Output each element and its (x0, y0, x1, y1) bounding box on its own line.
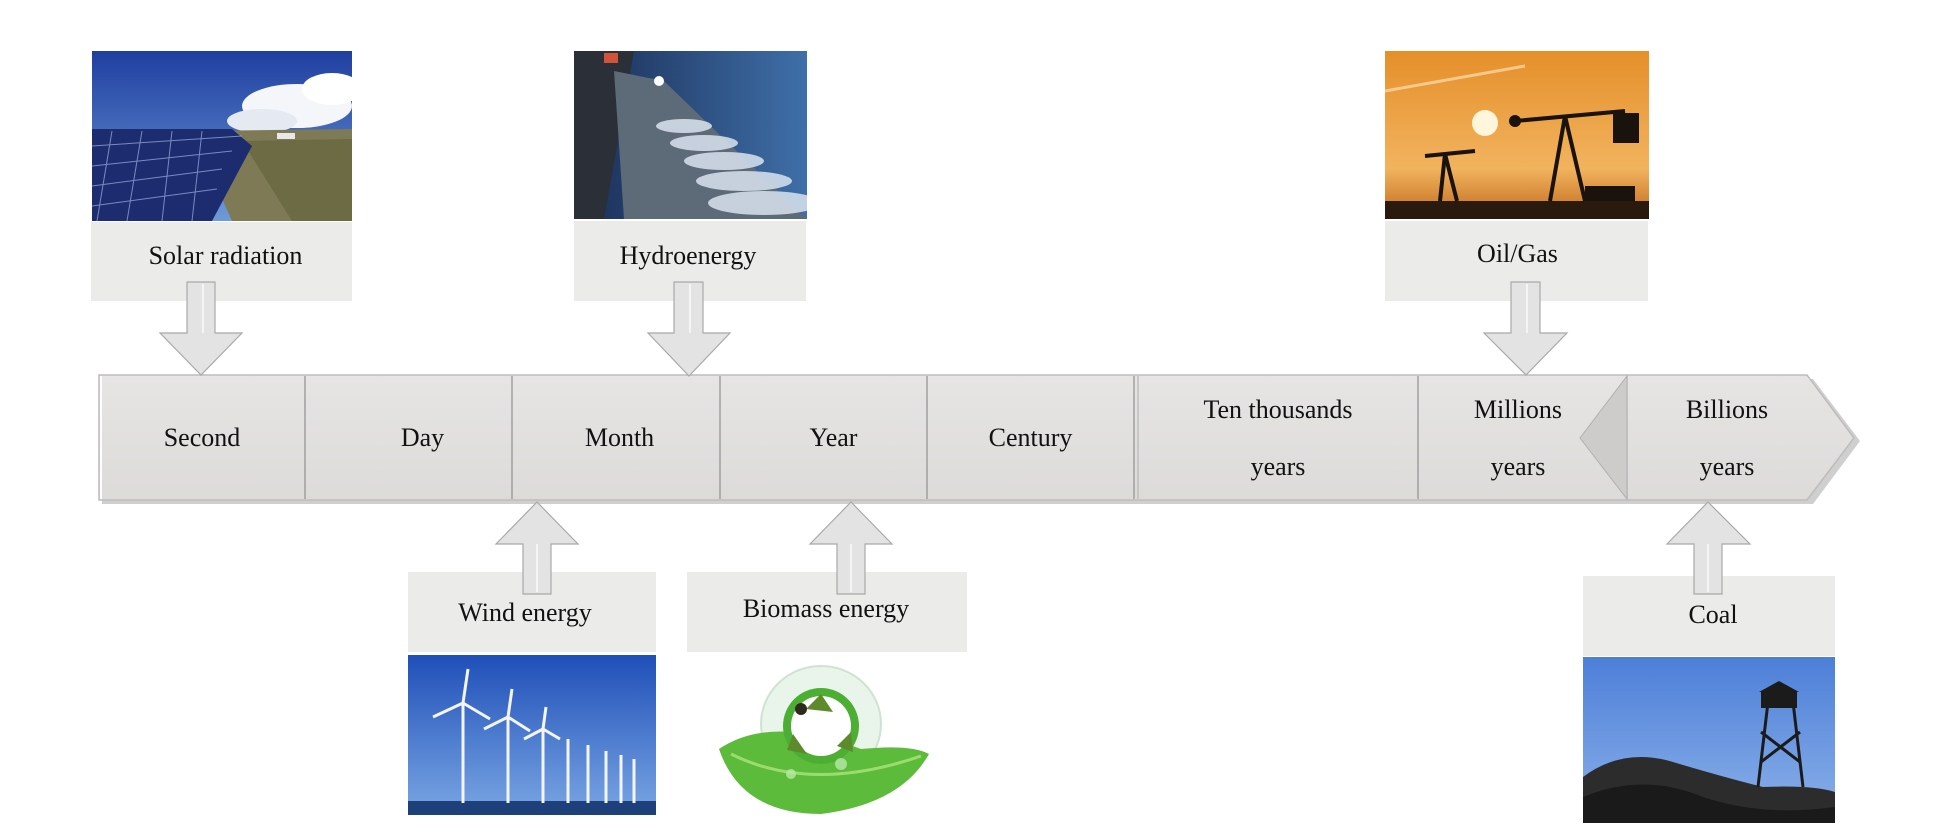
timeline-cell-second: Second (163, 423, 241, 452)
timeline-cell-billions-years: Billions years (1685, 394, 1769, 481)
solar-radiation-label: Solar radiation (91, 222, 352, 301)
wind-energy-label: Wind energy (408, 572, 656, 652)
timeline-cell-year: Year (809, 423, 858, 452)
dam-image (574, 51, 807, 219)
oil-gas-label: Oil/Gas (1385, 221, 1648, 301)
oil-pumpjack-image (1385, 51, 1649, 219)
coal-mine-image (1583, 657, 1835, 823)
solar-panels-image (92, 51, 352, 221)
coal-label: Coal (1583, 576, 1835, 656)
billions-notch (1579, 374, 1628, 501)
timeline-cell-century: Century (988, 423, 1073, 452)
wind-turbines-image (408, 655, 656, 815)
hydroenergy-label: Hydroenergy (574, 221, 806, 301)
timeline-cell-day: Day (400, 423, 445, 452)
timeline-cell-millions-years: Millions years (1473, 394, 1563, 481)
timeline-cell-ten-thousands-years: Ten thousands years (1203, 394, 1353, 481)
timeline-cell-month: Month (584, 423, 655, 452)
recycle-leaf-image (711, 654, 931, 824)
biomass-energy-label: Biomass energy (687, 572, 967, 652)
